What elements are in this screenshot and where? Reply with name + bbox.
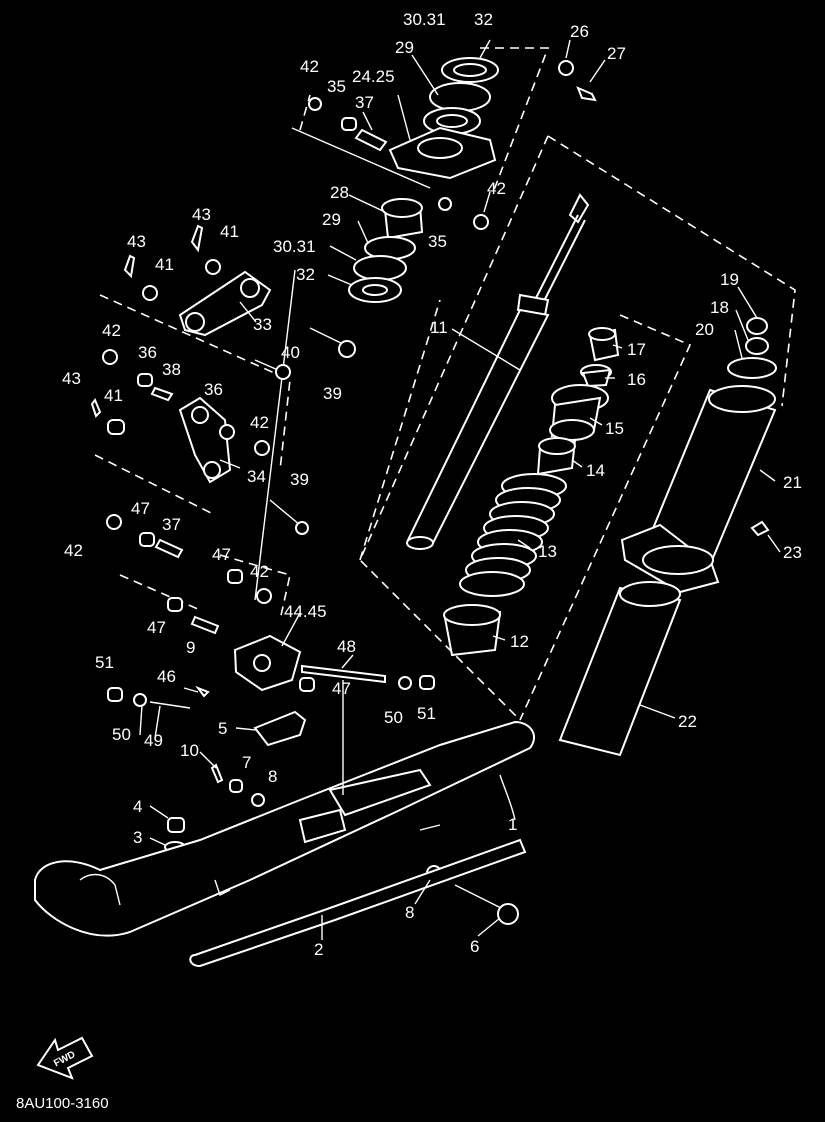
callout-label: 42 (250, 413, 269, 432)
outer-tubes (558, 317, 777, 757)
callout-label: 47 (147, 618, 166, 637)
callout-label: 16 (627, 370, 646, 389)
callout-label: 5 (218, 719, 227, 738)
callout-label: 7 (242, 753, 251, 772)
spring-assembly (443, 327, 620, 657)
callout-label: 42 (102, 321, 121, 340)
callout-label: 30.31 (273, 237, 316, 256)
callout-label: 27 (607, 44, 626, 63)
callout-label: 32 (474, 10, 493, 29)
callout-label: 29 (322, 210, 341, 229)
callout-label: 51 (417, 704, 436, 723)
callout-label: 30.31 (403, 10, 446, 29)
leader-lines (139, 39, 781, 940)
callout-label: 18 (710, 298, 729, 317)
callout-label: 34 (247, 467, 266, 486)
callout-label: 50 (112, 725, 131, 744)
callout-label: 24.25 (352, 67, 395, 86)
callout-label: 13 (538, 542, 557, 561)
callout-label: 33 (253, 315, 272, 334)
callout-labels: 30.31 32 26 27 42 29 35 24.25 37 42 28 3… (62, 10, 802, 959)
callout-label: 36 (138, 343, 157, 362)
callout-label: 28 (330, 183, 349, 202)
callout-label: 47 (131, 499, 150, 518)
callout-label: 14 (586, 461, 605, 480)
hardware (90, 224, 770, 925)
callout-label: 19 (720, 270, 739, 289)
callout-label: 10 (180, 741, 199, 760)
callout-label: 22 (678, 712, 697, 731)
callout-label: 47 (332, 679, 351, 698)
callout-label: 42 (64, 541, 83, 560)
callout-label: 29 (395, 38, 414, 57)
callout-label: 43 (62, 369, 81, 388)
callout-label: 43 (127, 232, 146, 251)
callout-label: 46 (157, 667, 176, 686)
ski (34, 720, 535, 968)
shock-absorber (406, 193, 590, 550)
callout-label: 8 (268, 767, 277, 786)
callout-label: 20 (695, 320, 714, 339)
callout-label: 12 (510, 632, 529, 651)
callout-label: 37 (162, 515, 181, 534)
callout-label: 39 (323, 384, 342, 403)
callout-label: 17 (627, 340, 646, 359)
callout-label: 9 (186, 638, 195, 657)
callout-label: 1 (508, 815, 517, 834)
callout-label: 36 (204, 380, 223, 399)
callout-label: 41 (104, 386, 123, 405)
callout-label: 39 (290, 470, 309, 489)
callout-label: 47 (212, 545, 231, 564)
callout-label: 35 (428, 232, 447, 251)
callout-label: 44.45 (284, 602, 327, 621)
callout-label: 51 (95, 653, 114, 672)
callout-label: 6 (470, 937, 479, 956)
callout-label: 42 (300, 57, 319, 76)
drawing-code: 8AU100-3160 (16, 1095, 109, 1112)
callout-label: 49 (144, 731, 163, 750)
callout-label: 43 (192, 205, 211, 224)
callout-label: 2 (314, 940, 323, 959)
assembly-frames (94, 47, 796, 721)
callout-label: 3 (133, 828, 142, 847)
forward-label: FWD (52, 1049, 77, 1069)
callout-label: 11 (430, 318, 448, 337)
callout-label: 41 (155, 255, 174, 274)
callout-label: 8 (405, 903, 414, 922)
callout-label: 15 (605, 419, 624, 438)
linkage-brackets (178, 270, 307, 747)
callout-label: 35 (327, 77, 346, 96)
callout-label: 38 (162, 360, 181, 379)
callout-label: 42 (487, 179, 506, 198)
callout-label: 40 (281, 343, 300, 362)
callout-label: 42 (250, 562, 269, 581)
callout-label: 26 (570, 22, 589, 41)
callout-label: 41 (220, 222, 239, 241)
callout-label: 50 (384, 708, 403, 727)
callout-label: 48 (337, 637, 356, 656)
callout-label: 37 (355, 93, 374, 112)
spindle-upper-parts (308, 57, 597, 303)
callout-label: 21 (783, 473, 802, 492)
callout-label: 4 (133, 797, 142, 816)
forward-arrow-icon: FWD (36, 1036, 94, 1080)
callout-label: 32 (296, 265, 315, 284)
callout-label: 23 (783, 543, 802, 562)
